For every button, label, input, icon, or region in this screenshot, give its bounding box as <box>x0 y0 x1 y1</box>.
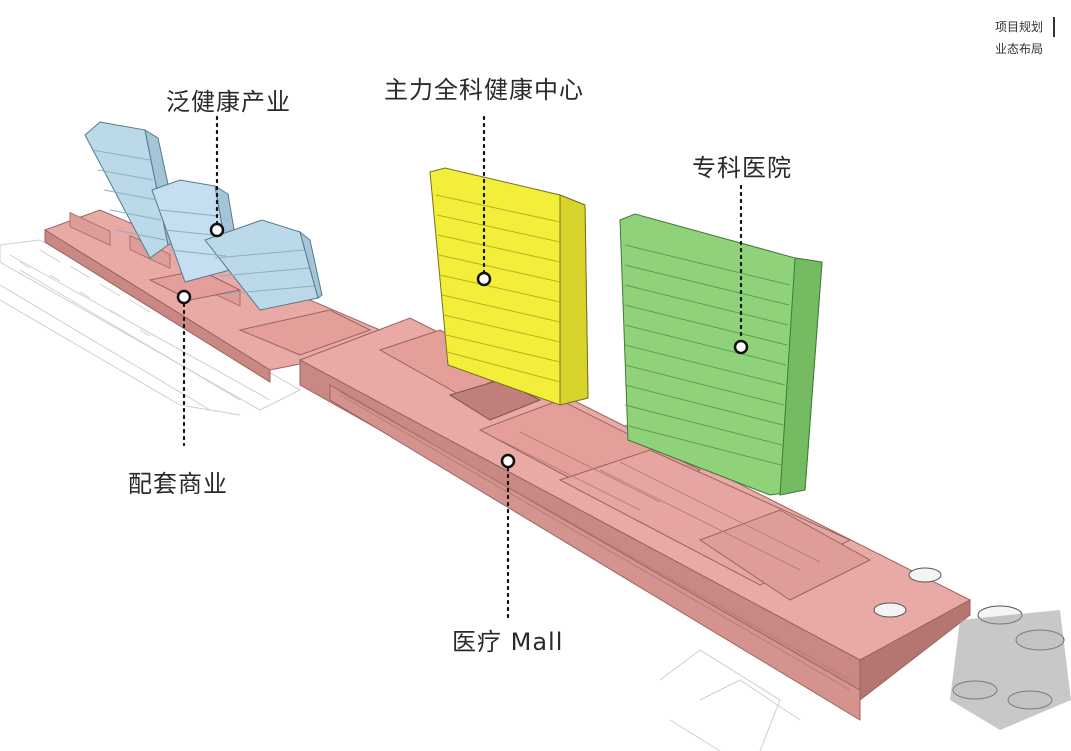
tree-shadow <box>950 610 1071 730</box>
marker-mall <box>500 453 516 469</box>
leader-lines <box>182 115 743 620</box>
label-pan-health: 泛健康产业 <box>166 88 291 116</box>
label-supporting-commerce: 配套商业 <box>128 470 228 498</box>
corner-line-2: 业态布局 <box>994 42 1043 56</box>
left-podium <box>43 209 382 383</box>
markers <box>176 222 749 469</box>
blue-tower-group <box>84 121 323 311</box>
label-general-health-center: 主力全科健康中心 <box>384 76 584 104</box>
site-ground-lines <box>0 239 801 751</box>
label-medical-mall: 医疗 Mall <box>452 628 564 656</box>
marker-specialty <box>733 339 749 355</box>
corner-line-1: 项目规划 <box>994 20 1043 34</box>
main-podium <box>298 317 972 721</box>
yellow-tower <box>429 167 589 406</box>
marker-general-center <box>476 271 492 287</box>
corner-section-title: 项目规划 业态布局 <box>995 16 1043 60</box>
label-specialty-hospital: 专科医院 <box>692 154 792 182</box>
marker-commerce <box>176 289 192 305</box>
corner-divider <box>1053 17 1055 37</box>
marker-pan-health <box>209 222 225 238</box>
green-tower <box>619 213 823 496</box>
